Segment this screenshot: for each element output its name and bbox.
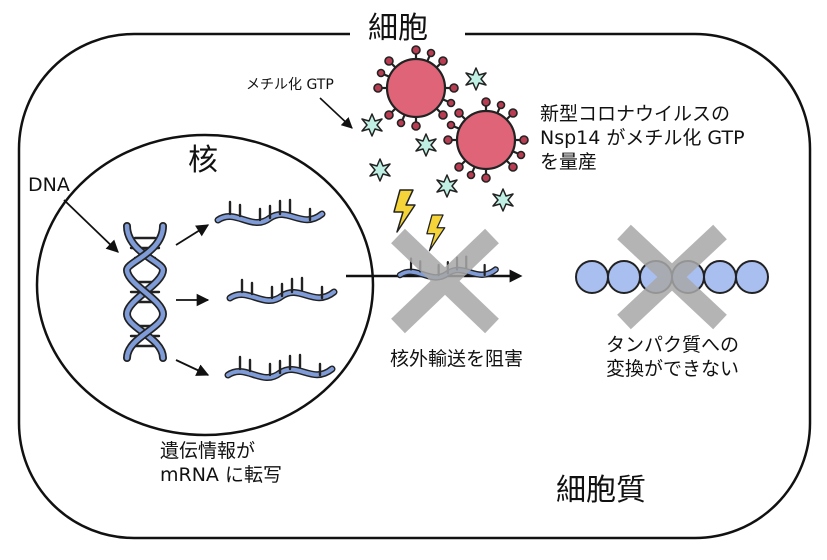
methyl-gtp-molecule [436,174,458,198]
methyl-gtp-molecule [465,67,487,91]
cell-membrane [17,20,812,540]
methyl-gtp-molecule [361,113,383,137]
genetic-line-1: 遺伝情報が [160,440,256,462]
transcription-arrow-top [175,224,210,246]
methyl-gtp-molecule [492,188,514,212]
virus-text-line-3: を量産 [540,151,598,173]
export-blocked-cross [391,228,499,334]
virus-particle-1 [372,44,460,132]
virus-text-line-2: Nsp14 がメチル化 GTP [540,127,745,149]
export-block-label: 核外輸送を阻害 [390,348,524,370]
protein-line-1: タンパク質への [606,334,740,356]
protein-line-2: 変換ができない [606,358,740,380]
dna-helix [122,222,168,362]
nucleus-label: 核 [188,143,218,178]
cytoplasm-label: 細胞質 [556,473,646,508]
methyl-gtp-molecule [369,158,391,182]
methyl-gtp-label: メチル化 GTP [246,77,334,93]
methyl-gtp-molecule [415,133,437,157]
transcription-arrow-bottom [175,359,210,376]
lightning-bolt-icon [393,189,416,233]
virus-particle-2 [442,96,530,184]
dna-pointer-arrow [63,199,119,253]
mrna-strand-top [218,200,322,223]
virus-text-line-1: 新型コロナウイルスの [540,103,731,125]
mrna-strand-bottom [228,355,332,378]
nucleus-membrane [35,133,375,437]
lightning-bolt-icon [426,214,446,252]
cell-label: 細胞 [368,11,428,46]
dna-label: DNA [28,174,70,196]
genetic-line-2: mRNA に転写 [160,464,282,486]
mrna-strand-mid [230,278,334,301]
protein-blocked-cross [617,224,727,330]
methyl-gtp-pointer-arrow [319,97,353,129]
